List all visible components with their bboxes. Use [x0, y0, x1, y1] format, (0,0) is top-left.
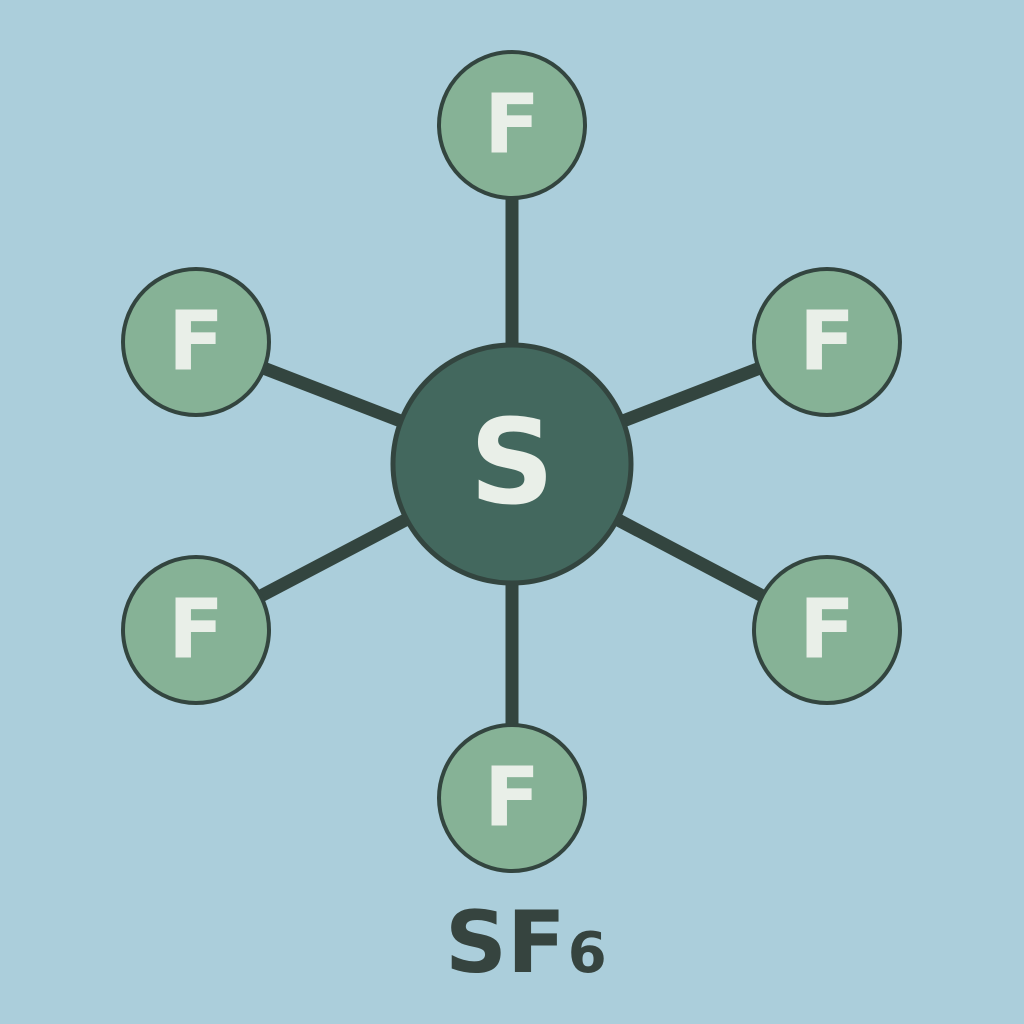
formula-label: SF6	[445, 893, 607, 993]
fluorine-circle	[437, 50, 587, 200]
central-atom: S	[390, 342, 634, 586]
fluorine-label: F	[799, 583, 855, 678]
formula-main: SF	[445, 893, 566, 993]
fluorine-atom-lower-right: F	[752, 555, 902, 705]
fluorine-label: F	[484, 751, 540, 846]
fluorine-label: F	[168, 583, 224, 678]
fluorine-atom-top: F	[437, 50, 587, 200]
fluorine-label: F	[799, 295, 855, 390]
fluorine-circle	[121, 555, 271, 705]
formula-subscript: 6	[568, 921, 607, 986]
fluorine-circle	[752, 555, 902, 705]
sulfur-label: S	[470, 393, 555, 531]
fluorine-circle	[437, 723, 587, 873]
sulfur-circle	[390, 342, 634, 586]
fluorine-atoms: F F F F F F	[121, 50, 902, 873]
fluorine-atom-upper-left: F	[121, 267, 271, 417]
fluorine-circle	[121, 267, 271, 417]
fluorine-label: F	[484, 78, 540, 173]
fluorine-label: F	[168, 295, 224, 390]
fluorine-circle	[752, 267, 902, 417]
fluorine-atom-lower-left: F	[121, 555, 271, 705]
fluorine-atom-bottom: F	[437, 723, 587, 873]
fluorine-atom-upper-right: F	[752, 267, 902, 417]
